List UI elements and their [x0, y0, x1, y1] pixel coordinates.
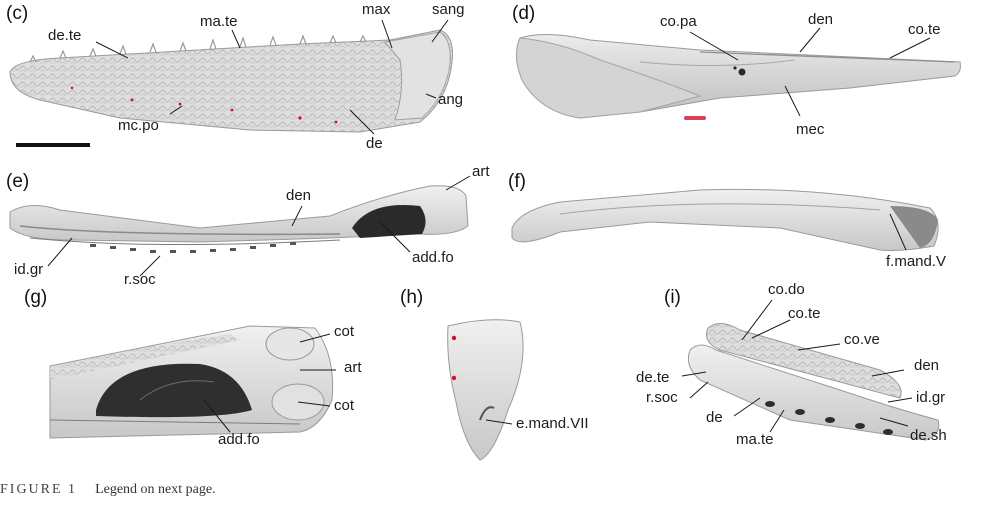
panel-d-mandible	[516, 33, 961, 120]
label-d-co-pa: co.pa	[660, 13, 697, 30]
panel-e-mandible	[9, 185, 469, 253]
panel-f-mandible	[511, 188, 939, 251]
label-i-co-ve: co.ve	[844, 331, 880, 348]
label-i-id-gr: id.gr	[916, 389, 946, 406]
label-g-add-fo: add.fo	[218, 431, 260, 448]
label-c-max: max	[362, 1, 391, 18]
label-i-de-sh: de.sh	[910, 427, 947, 444]
figure-caption: FIGURE 1 Legend on next page.	[0, 482, 216, 498]
label-d-den: den	[808, 11, 834, 28]
label-i-co-do: co.do	[768, 281, 805, 298]
panel-letter-g: (g)	[24, 287, 48, 308]
label-c-sang: sang	[432, 1, 465, 18]
label-c-de: de	[366, 135, 383, 152]
figure-graphics	[9, 19, 961, 461]
label-f-f-mand-v: f.mand.V	[886, 253, 947, 270]
leader-lines	[47, 19, 931, 433]
label-e-id-gr: id.gr	[14, 261, 44, 278]
label-i-de: de	[706, 409, 723, 426]
label-i-den: den	[914, 357, 940, 374]
label-g-art: art	[344, 359, 362, 376]
label-c-mc-po: mc.po	[118, 117, 159, 134]
label-c-ang: ang	[438, 91, 464, 108]
label-d-co-te: co.te	[908, 21, 941, 38]
label-e-art: art	[472, 163, 490, 180]
panel-letter-f: (f)	[508, 171, 526, 192]
panel-letter-e: (e)	[6, 171, 30, 192]
panel-letter-i: (i)	[664, 287, 681, 308]
panel-c-mandible	[9, 29, 453, 147]
panel-letter-d: (d)	[512, 3, 536, 24]
label-h-e-mand-vii: e.mand.VII	[516, 415, 589, 432]
panel-letter-c: (c)	[6, 3, 29, 24]
label-c-ma-te: ma.te	[200, 13, 238, 30]
label-d-mec: mec	[796, 121, 825, 138]
label-c-de-te: de.te	[48, 27, 82, 44]
scale-bar	[16, 143, 90, 147]
panel-letter-h: (h)	[400, 287, 424, 308]
label-i-ma-te: ma.te	[736, 431, 774, 448]
panel-i-mandible	[687, 323, 940, 441]
label-i-de-te: de.te	[636, 369, 670, 386]
panel-h-fragment	[447, 319, 524, 461]
label-i-co-te: co.te	[788, 305, 821, 322]
caption-text: Legend on next page.	[95, 482, 216, 497]
label-g-cot-bottom: cot	[334, 397, 355, 414]
label-e-den: den	[286, 187, 312, 204]
label-g-cot-top: cot	[334, 323, 355, 340]
label-i-r-soc: r.soc	[646, 389, 678, 406]
label-e-add-fo: add.fo	[412, 249, 454, 266]
figure-id: FIGURE 1	[0, 482, 78, 497]
label-e-r-soc: r.soc	[124, 271, 156, 288]
panel-g-articular	[49, 325, 334, 439]
